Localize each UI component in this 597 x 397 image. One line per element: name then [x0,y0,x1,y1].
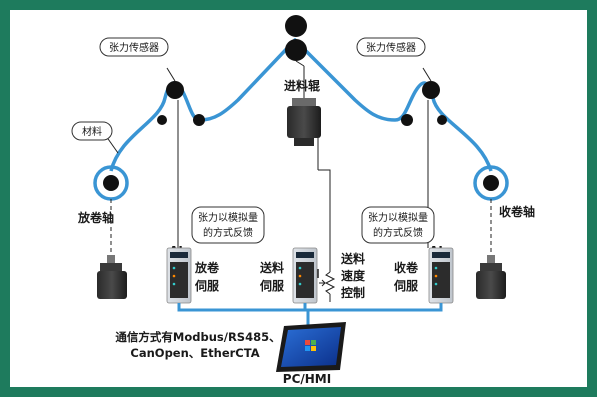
speed-control-line3: 控制 [341,285,365,300]
hmi-label: PC/HMI [283,372,331,386]
comm-bus [177,303,443,325]
servo-drive-feed [292,247,318,304]
servo-feed-line2: 伺服 [259,278,285,293]
unwind-shaft-roller [103,175,119,191]
feedback-left-line1: 张力以模拟量 [198,211,258,224]
speed-control-line2: 速度 [341,268,366,283]
diagram-canvas: 张力传感器 张力传感器 材料 进料辊 放卷轴 收卷轴 张力以模拟量 的方式反馈 … [10,10,587,387]
idler-roller-right [401,114,413,126]
material-box [71,121,113,141]
feedback-left-line2: 的方式反馈 [203,226,253,239]
rewind-shaft-label: 收卷轴 [499,204,535,219]
unwind-motor [97,255,127,299]
idler-roller-right-small [437,115,447,125]
feed-roller-top [285,15,307,37]
feedback-right-box [361,206,435,244]
comm-line1: 通信方式有Modbus/RS485、 [115,330,280,344]
servo-feed-line1: 送料 [259,260,284,275]
feed-motor [287,98,321,146]
servo-drive-rewind [428,247,454,304]
idler-roller-left-small [157,115,167,125]
feed-roller-bottom [285,39,307,61]
tension-sensor-left-box [99,37,169,57]
servo-unwind-line2: 伺服 [194,278,220,293]
servo-rewind-line2: 伺服 [393,278,419,293]
tension-sensor-right-label: 张力传感器 [366,41,416,54]
unwind-shaft-label: 放卷轴 [77,210,114,225]
feed-roller-label: 进料辊 [284,78,320,93]
idler-roller-left [193,114,205,126]
speed-control-line1: 送料 [340,251,365,266]
feedback-right-line1: 张力以模拟量 [368,211,428,224]
diagram-svg: 张力传感器 张力传感器 材料 进料辊 放卷轴 收卷轴 张力以模拟量 的方式反馈 … [71,15,535,386]
rewind-motor [476,255,506,299]
servo-drive-unwind [166,247,192,304]
feedback-left-box [191,206,265,244]
hmi-tablet-icon [276,322,346,372]
comm-line2: CanOpen、EtherCTA [130,346,259,360]
tension-sensor-left-label: 张力传感器 [109,41,159,54]
potentiometer-icon [319,248,336,302]
tension-sensor-right-box [356,37,426,57]
feedback-right-line2: 的方式反馈 [373,226,423,239]
servo-unwind-line1: 放卷 [194,260,220,275]
material-label: 材料 [82,125,102,138]
tension-roller-left [166,81,184,99]
rewind-shaft-roller [483,175,499,191]
tension-roller-right [422,81,440,99]
servo-rewind-line1: 收卷 [394,260,419,275]
